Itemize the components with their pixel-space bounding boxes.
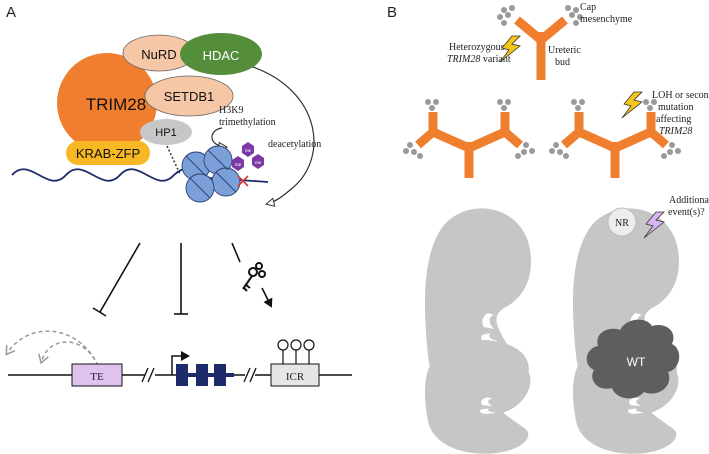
te-arrow-short: [38, 341, 99, 367]
lightning-bolt-icon-2: [621, 91, 643, 119]
trim28-label: TRIM28: [86, 95, 146, 114]
panel-b-label: B: [387, 4, 397, 21]
wt-label: WT: [627, 355, 646, 369]
h3k9-label-2: trimethylation: [219, 117, 276, 128]
cross-icon: [237, 175, 249, 187]
het-variant: variant: [480, 54, 510, 65]
ureteric-label-1: Ureteric: [548, 45, 581, 56]
h3k9-label-1: H3K9: [219, 105, 243, 116]
key-icon: [242, 262, 266, 292]
cap-label-2: mesenchyme: [580, 14, 633, 25]
h3k9-arrow: [211, 127, 226, 147]
krab-zfp-label: KRAB-ZFP: [76, 146, 140, 161]
me-marks: me me me: [232, 142, 264, 171]
hdac-ellipse: [180, 33, 262, 75]
me-label-1: me: [245, 149, 252, 154]
nr-label: NR: [615, 218, 629, 229]
hdac-label: HDAC: [203, 48, 240, 63]
icr-box: [270, 363, 320, 387]
deacetylation-label: deacetylation: [268, 139, 321, 150]
het-trim28: TRIM28: [447, 54, 480, 65]
me-label-2: me: [235, 163, 242, 168]
nr-nodule: [607, 207, 637, 237]
icr-methyl-lollipops: [277, 339, 315, 364]
cap-mesenchyme-top: [497, 5, 583, 26]
genome-breaks: [141, 367, 257, 383]
cap-label-1: Cap: [580, 2, 596, 13]
loh-label-3: affecting: [656, 114, 691, 125]
loh-label-1: LOH or second: [652, 90, 709, 101]
te-box: [71, 363, 123, 387]
hp1-label: HP1: [155, 127, 176, 139]
activation-line-top: [231, 242, 241, 263]
ureteric-bud-top: [514, 16, 568, 80]
loh-label-2: mutation: [658, 102, 694, 113]
loh-label-4: TRIM28: [659, 126, 692, 137]
nucleosome: [181, 145, 241, 203]
ureteric-bud-mid-right: [561, 112, 669, 178]
nurd-label: NuRD: [141, 47, 176, 62]
inhibition-arrows: [92, 242, 188, 317]
setdb1-ellipse: [144, 75, 234, 117]
wt-tumor: [586, 319, 680, 399]
cap-mesenchyme-mid-left: [403, 99, 535, 159]
te-label: TE: [90, 371, 104, 383]
activation-arrow: [261, 287, 273, 308]
icr-label: ICR: [286, 371, 305, 383]
gene: [176, 364, 234, 386]
hp1-ellipse: [140, 119, 192, 145]
setdb1-label: SETDB1: [164, 89, 215, 104]
additional-label-2: event(s)?: [668, 207, 705, 218]
ureteric-label-2: bud: [555, 57, 570, 68]
het-label-1: Heterozygous: [449, 42, 505, 53]
krab-zfp-pill: [66, 141, 150, 165]
het-label-2: TRIM28 variant: [447, 54, 511, 65]
hp1-connector: [166, 145, 181, 175]
lightning-bolt-icon-3: [643, 211, 665, 239]
trim28-circle: [57, 53, 157, 153]
cap-mesenchyme-mid-right: [549, 99, 681, 159]
lightning-bolt-icon: [499, 35, 521, 63]
me-label-3: me: [255, 161, 262, 166]
additional-label-1: Additional: [669, 195, 709, 206]
deacetylation-arrow: [249, 65, 315, 204]
panel-a-label: A: [6, 4, 16, 21]
tss-arrow: [171, 351, 190, 375]
ureteric-bud-mid-left: [415, 112, 523, 178]
